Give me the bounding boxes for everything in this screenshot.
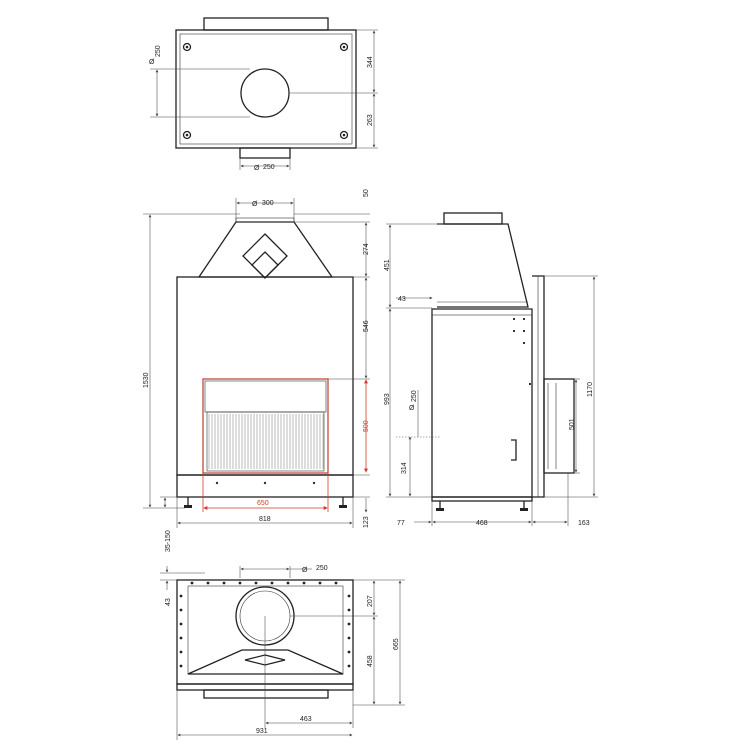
bolt-dot [347, 608, 351, 612]
front-view-total-height-label: 1530 [143, 372, 150, 388]
bolt-dot [347, 664, 351, 668]
bolt-dot [179, 664, 183, 668]
side-view-hood-height-label: 451 [384, 259, 391, 271]
front-view-opening-height-label: 500 [363, 420, 370, 432]
front-view-feet [184, 497, 347, 508]
side-view-collar-label: 43 [398, 296, 406, 303]
bolt-dot [222, 581, 226, 585]
front-view-hood-height-label: 274 [363, 243, 370, 255]
bolt-dot [347, 594, 351, 598]
front-view-flue-dia-label: 300 [262, 200, 274, 207]
plan-view-diameter-symbol: Ø [302, 567, 308, 574]
bolt-dot [334, 581, 338, 585]
bolt-dot [318, 581, 322, 585]
bolt-dot [179, 608, 183, 612]
front-view-diameter-symbol: Ø [252, 201, 258, 208]
plan-view-firebox [187, 649, 344, 675]
front-view-body-width-label: 818 [259, 516, 271, 523]
top-view-diameter-symbol: Ø [149, 59, 155, 66]
plan-view-center-offset-label: 463 [300, 716, 312, 723]
plan-view-flue-dia-label: 250 [316, 565, 328, 572]
front-view-base [176, 474, 354, 498]
side-view-rear-depth-label: 163 [578, 520, 590, 527]
side-view-door [543, 378, 575, 474]
front-view: Ø 300 1530 35-150 [143, 189, 370, 552]
side-view-depth-label: 468 [476, 520, 488, 527]
bolt-dot [190, 581, 194, 585]
plan-view-collar-label: 43 [165, 598, 172, 606]
plan-view-total-width-label: 931 [256, 728, 268, 735]
plan-view-depth-front-label: 207 [367, 595, 374, 607]
side-view-feet [436, 501, 528, 511]
side-view-vents [511, 318, 531, 461]
plan-view-bolts [179, 581, 351, 668]
side-view-height-label: 993 [384, 393, 391, 405]
plan-view-bottom-ledge [203, 689, 329, 699]
side-view-bottom-height-label: 314 [401, 462, 408, 474]
side-view-front-depth-label: 77 [397, 520, 405, 527]
bolt-dot [302, 581, 306, 585]
bolt-dot [206, 581, 210, 585]
front-view-hood-diamond [242, 233, 288, 279]
side-view-collar [443, 212, 503, 225]
front-view-opening [202, 378, 329, 474]
top-view-body [175, 29, 357, 149]
bolt-dot [254, 581, 258, 585]
side-view-diameter-symbol: Ø [409, 405, 415, 412]
front-view-opening-width-label: 650 [257, 500, 269, 507]
side-view-hood [437, 223, 529, 308]
top-view-height-lower-label: 263 [367, 114, 374, 126]
bolt-dot [179, 650, 183, 654]
top-view: Ø 250 344 263 Ø 250 [149, 17, 378, 172]
side-view: 451 993 43 Ø 250 314 501 1170 77 468 163 [384, 212, 598, 527]
top-view-outlet-diameter-symbol: Ø [254, 165, 260, 172]
top-view-outlet-dia-label: 250 [263, 164, 275, 171]
top-view-outlet [239, 147, 291, 159]
top-view-height-upper-label: 344 [367, 56, 374, 68]
side-view-flue-dia-label: 250 [411, 390, 418, 402]
plan-view-total-depth-label: 665 [393, 638, 400, 650]
plan-view-depth-rear-label: 458 [367, 655, 374, 667]
bolt-dot [347, 650, 351, 654]
side-view-total-height-label: 1170 [587, 382, 594, 397]
front-view-upper-body-label: 546 [363, 320, 370, 332]
front-view-base-height-label: 123 [363, 516, 370, 528]
bolt-dot [270, 581, 274, 585]
front-view-grill [208, 414, 324, 469]
top-view-flue-dia-label: 250 [155, 45, 162, 57]
bolt-dot [179, 622, 183, 626]
top-view-screws [182, 42, 349, 140]
front-view-feet-height-label: 35-150 [165, 530, 172, 552]
plan-view: Ø 250 43 207 458 665 463 931 [160, 565, 405, 740]
bolt-dot [238, 581, 242, 585]
top-view-collar [203, 17, 329, 31]
bolt-dot [286, 581, 290, 585]
side-view-body [431, 308, 533, 498]
front-view-top-offset-label: 50 [363, 189, 370, 197]
bolt-dot [179, 594, 183, 598]
bolt-dot [347, 622, 351, 626]
side-view-opening-height-label: 501 [569, 418, 576, 430]
top-view-flue-circle [240, 68, 290, 118]
bolt-dot [347, 636, 351, 640]
bolt-dot [179, 636, 183, 640]
front-view-hood [197, 221, 334, 278]
